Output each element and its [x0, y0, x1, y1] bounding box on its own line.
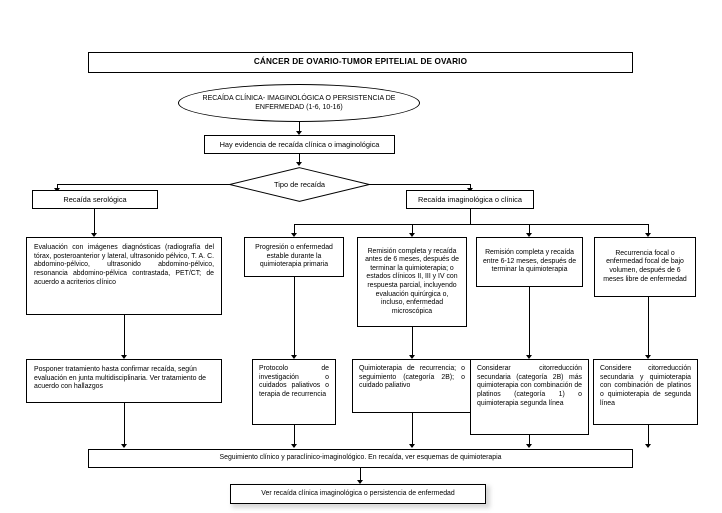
branch-right-box: Recaída imaginológica o clínica [406, 190, 534, 209]
scenario-2-label: Remisión completa y recaída antes de 6 m… [365, 247, 459, 315]
decision-label-wrap: Tipo de recaída [229, 167, 370, 202]
serologic-action-box: Posponer tratamiento hasta confirmar rec… [26, 359, 222, 403]
arrowhead-a4-to-followup [645, 444, 651, 448]
arrowhead-evidence-to-decision [296, 162, 302, 166]
scenario-4-box: Recurrencia focal o enfermedad focal de … [594, 237, 696, 297]
arrowhead-s1-to-a1 [291, 355, 297, 359]
connector-branchright-down [470, 209, 471, 224]
followup-bar-label: Seguimiento clínico y paraclínico-imagin… [219, 454, 502, 462]
connector-dist-to-s4 [648, 224, 649, 235]
connector-eval-to-postpone [124, 315, 125, 357]
arrowhead-start-to-evidence [296, 131, 302, 135]
arrowhead-dist-to-s4 [645, 233, 651, 237]
followup-bar-box: Seguimiento clínico y paraclínico-imagin… [88, 449, 633, 468]
arrowhead-s2-to-a2 [409, 355, 415, 359]
evidence-box-label: Hay evidencia de recaída clínica o imagi… [219, 139, 380, 149]
end-box-label: Ver recaída clínica imaginológica o pers… [261, 489, 455, 497]
arrowhead-followup-to-end [357, 480, 363, 484]
action-4-box: Considere citorreducción secundaria y qu… [593, 359, 698, 425]
connector-followup-to-end [360, 468, 361, 482]
action-1-box: Protocolo de investigación o cuidados pa… [252, 359, 336, 425]
connector-decision-left [57, 184, 230, 185]
arrowhead-s3-to-a3 [526, 355, 532, 359]
connector-dist-to-s3 [529, 224, 530, 235]
chart-title: CÁNCER DE OVARIO-TUMOR EPITELIAL DE OVAR… [253, 57, 468, 67]
connector-postpone-to-followup [124, 403, 125, 447]
action-3-label: Considerar citorreducción secundaria (ca… [477, 365, 582, 407]
serologic-action-label: Posponer tratamiento hasta confirmar rec… [34, 366, 206, 391]
arrowhead-dist-to-s2 [409, 233, 415, 237]
decision-diamond: Tipo de recaída [229, 167, 370, 202]
connector-distributor-bar [294, 224, 648, 225]
connector-s1-to-a1 [294, 277, 295, 357]
serologic-eval-label: Evaluación con imágenes diagnósticas (ra… [34, 244, 214, 286]
action-2-label: Quimioterapia de recurrencia; o seguimie… [359, 365, 465, 390]
decision-label: Tipo de recaída [273, 180, 326, 189]
action-3-box: Considerar citorreducción secundaria (ca… [470, 359, 589, 435]
branch-right-label: Recaída imaginológica o clínica [418, 194, 522, 204]
chart-title-box: CÁNCER DE OVARIO-TUMOR EPITELIAL DE OVAR… [88, 52, 633, 73]
arrowhead-dist-to-s1 [291, 233, 297, 237]
scenario-1-box: Progresión o enfermedad estable durante … [244, 237, 344, 277]
connector-s2-to-a2 [412, 327, 413, 357]
arrowhead-postpone-to-followup [121, 444, 127, 448]
connector-evidence-to-decision [299, 154, 300, 164]
arrowhead-s4-to-a4 [645, 355, 651, 359]
evidence-box: Hay evidencia de recaída clínica o imagi… [204, 135, 395, 154]
arrowhead-branchleft-to-eval [91, 233, 97, 237]
connector-a4-to-followup [648, 425, 649, 447]
end-box: Ver recaída clínica imaginológica o pers… [230, 484, 486, 504]
connector-start-to-evidence [299, 122, 300, 133]
connector-a2-to-followup [412, 413, 413, 447]
connector-dist-to-s2 [412, 224, 413, 235]
arrowhead-eval-to-postpone [121, 355, 127, 359]
branch-left-label: Recaída serológica [63, 194, 127, 204]
arrowhead-dist-to-s3 [526, 233, 532, 237]
arrowhead-a2-to-followup [409, 444, 415, 448]
scenario-3-label: Remisión completa y recaída entre 6-12 m… [482, 249, 577, 274]
action-1-label: Protocolo de investigación o cuidados pa… [259, 365, 329, 398]
branch-left-box: Recaída serológica [32, 190, 158, 209]
action-4-label: Considere citorreducción secundaria y qu… [600, 365, 691, 407]
action-2-box: Quimioterapia de recurrencia; o seguimie… [352, 359, 472, 413]
decision-diamond-shape [229, 167, 370, 202]
connector-a1-to-followup [294, 425, 295, 447]
connector-decision-right [369, 184, 471, 185]
scenario-4-label: Recurrencia focal o enfermedad focal de … [603, 249, 687, 283]
connector-a3-to-followup [529, 435, 530, 447]
start-terminator: RECAÍDA CLÍNICA- IMAGINOLÓGICA O PERSIST… [178, 84, 420, 122]
connector-decision-right-down [470, 184, 471, 190]
serologic-eval-box: Evaluación con imágenes diagnósticas (ra… [26, 237, 222, 315]
connector-branchleft-to-eval [94, 209, 95, 235]
scenario-2-box: Remisión completa y recaída antes de 6 m… [357, 237, 467, 327]
connector-s4-to-a4 [648, 297, 649, 357]
connector-decision-left-down [57, 184, 58, 190]
arrowhead-a1-to-followup [291, 444, 297, 448]
connector-s3-to-a3 [529, 287, 530, 357]
connector-dist-to-s1 [294, 224, 295, 235]
scenario-1-label: Progresión o enfermedad estable durante … [255, 244, 333, 269]
arrowhead-a3-to-followup [526, 444, 532, 448]
start-terminator-label: RECAÍDA CLÍNICA- IMAGINOLÓGICA O PERSIST… [202, 94, 396, 111]
scenario-3-box: Remisión completa y recaída entre 6-12 m… [476, 237, 583, 287]
